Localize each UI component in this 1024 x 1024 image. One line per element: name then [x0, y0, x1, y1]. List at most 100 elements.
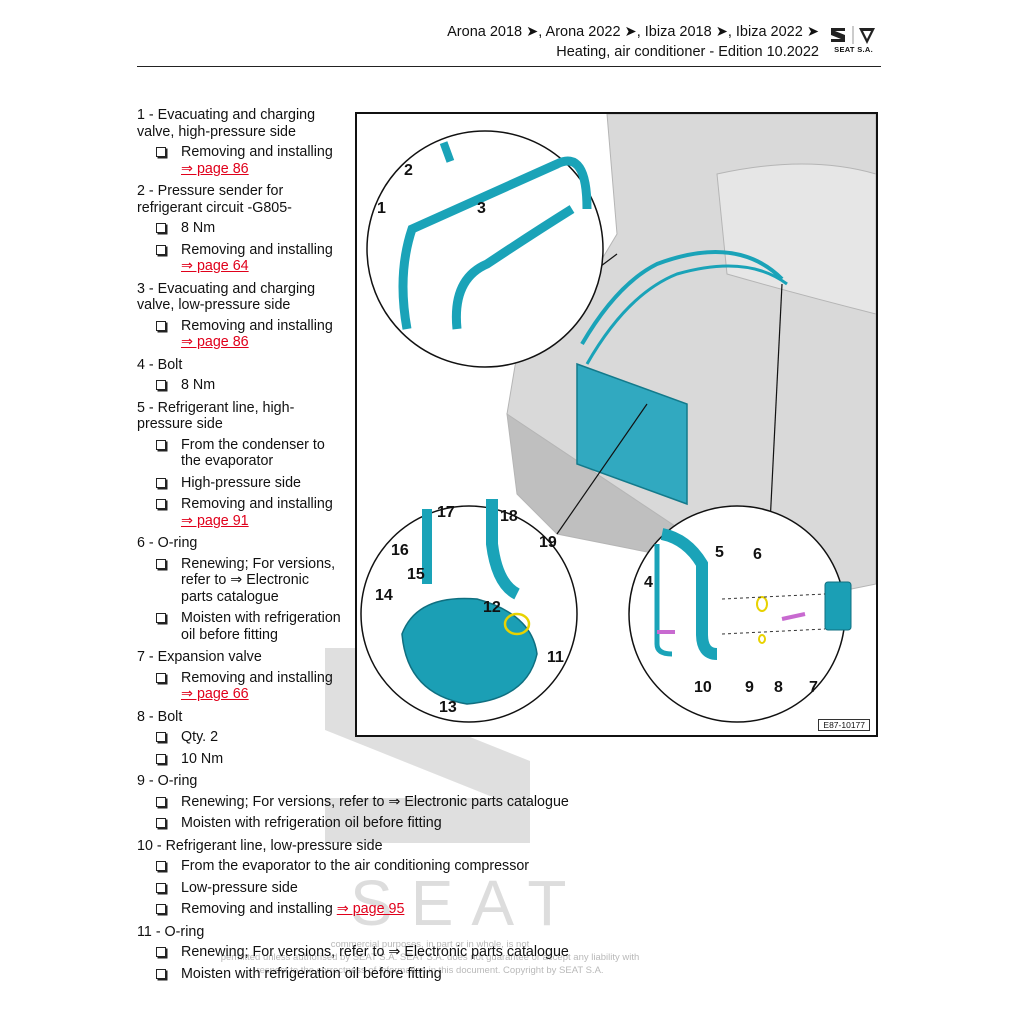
checkbox-bullet-icon — [156, 672, 166, 683]
checkbox-bullet-icon — [156, 904, 166, 914]
watermark-line-1: commercial purposes, in part or in whole… — [330, 939, 530, 950]
callout-number: 11 — [547, 649, 564, 666]
legend-item-title: 8 - Bolt — [137, 708, 183, 725]
checkbox-bullet-icon — [156, 796, 166, 807]
legend-subitem: Removing and installing ⇒ page 86 — [137, 144, 341, 177]
legend-subitem: Renewing; For versions, refer to ⇒ Elect… — [137, 794, 607, 811]
callout-number: 1 — [377, 200, 386, 217]
callout-number: 15 — [407, 566, 425, 583]
compressor-shape — [401, 597, 538, 705]
legend-subitem-text: From the condenser to the evaporator — [181, 436, 325, 470]
checkbox-bullet-icon — [156, 439, 166, 450]
legend-item: 1 - Evacuating and charging valve, high-… — [137, 107, 607, 177]
legend-subitem-text: From the evaporator to the air condition… — [181, 858, 530, 874]
callout-number: 13 — [439, 699, 457, 716]
detail-circle-compressor — [360, 499, 578, 723]
checkbox-bullet-icon — [156, 753, 166, 764]
legend-subitem-text: Removing and installing — [181, 496, 333, 512]
callout-number: 5 — [715, 544, 724, 561]
legend-subitem-text: Removing and installing — [181, 241, 333, 258]
legend-subitem-text: Qty. 2 — [181, 729, 219, 745]
figure-id-label: E87-10177 — [818, 719, 870, 731]
page-link[interactable]: ⇒ page 64 — [181, 258, 249, 274]
legend-subitem: Removing and installing ⇒ page 66 — [137, 670, 341, 703]
legend-subitem-text: Removing and installing — [181, 669, 333, 686]
checkbox-bullet-icon — [156, 223, 166, 233]
checkbox-bullet-icon — [156, 861, 166, 871]
legend-subitem-text: Removing and installing — [181, 317, 333, 334]
page-link[interactable]: ⇒ page 91 — [181, 512, 249, 529]
legend-subitem: Renewing; For versions, refer to ⇒ Elect… — [137, 556, 341, 606]
checkbox-bullet-icon — [156, 882, 166, 893]
checkbox-bullet-icon — [156, 613, 166, 623]
callout-number: 18 — [500, 508, 518, 525]
legend-item-title: 5 - Refrigerant line, high-pressure side — [137, 399, 295, 433]
legend-subitem: Low-pressure side — [137, 880, 607, 897]
legend-subitem: Moisten with refrigeration oil before fi… — [137, 815, 607, 832]
checkbox-bullet-icon — [156, 477, 166, 488]
checkbox-bullet-icon — [156, 320, 166, 331]
seat-logo-icon — [831, 26, 875, 44]
brand-label: SEAT S.A. — [834, 45, 873, 54]
checkbox-bullet-icon — [156, 499, 166, 509]
page-link[interactable]: ⇒ page 95 — [336, 901, 405, 917]
legend-subitem-text: Moisten with refrigeration oil before fi… — [181, 610, 341, 643]
callout-number: 3 — [477, 200, 486, 217]
legend-subitem-text: Moisten with refrigeration oil before fi… — [181, 815, 442, 831]
legend-item: 4 - Bolt 8 Nm — [137, 357, 607, 394]
legend-subitem: 8 Nm — [137, 220, 341, 237]
legend-item-title: 1 - Evacuating and charging valve, high-… — [137, 107, 316, 140]
legend-subitem-text: High-pressure side — [181, 474, 301, 491]
component-legend: 1 - Evacuating and charging valve, high-… — [137, 107, 607, 988]
legend-subitem: Renewing; For versions, refer to ⇒ Elect… — [137, 944, 607, 961]
legend-subitem: 8 Nm — [137, 377, 341, 394]
legend-item-title: 4 - Bolt — [137, 356, 183, 373]
callout-number: 10 — [694, 679, 712, 696]
refrigerant-circuit-diagram — [360, 114, 876, 723]
pipe-run-shape — [580, 250, 784, 346]
watermark-line-2: permitted unless authorised by SEAT S.A.… — [220, 952, 640, 963]
legend-subitem: 10 Nm — [137, 751, 607, 768]
legend-subitem-text: 10 Nm — [181, 750, 224, 767]
page-link[interactable]: ⇒ page 86 — [181, 160, 249, 177]
page-link[interactable]: ⇒ page 86 — [181, 334, 249, 350]
legend-subitem: Removing and installing ⇒ page 91 — [137, 496, 341, 529]
legend-subitem: High-pressure side — [137, 475, 341, 492]
legend-subitem: Removing and installing ⇒ page 86 — [137, 318, 341, 351]
checkbox-bullet-icon — [156, 732, 166, 742]
legend-subitem: Moisten with refrigeration oil before fi… — [137, 610, 341, 643]
detail-circle-expansion-valve — [628, 505, 852, 723]
header-subtitle: Heating, air conditioner - Edition 10.20… — [556, 44, 819, 60]
legend-subitem: Removing and installing ⇒ page 95 — [137, 901, 607, 918]
legend-subitem-text: 8 Nm — [181, 377, 216, 393]
legend-item-title: 3 - Evacuating and charging valve, low-p… — [137, 280, 316, 314]
callout-number: 19 — [539, 534, 557, 551]
legend-item: 3 - Evacuating and charging valve, low-p… — [137, 281, 607, 351]
legend-subitem-text: Low-pressure side — [181, 879, 298, 896]
legend-subitem-text: Renewing; For versions, refer to ⇒ Elect… — [181, 793, 569, 810]
legend-item: 5 - Refrigerant line, high-pressure side… — [137, 400, 607, 530]
legend-item: 2 - Pressure sender for refrigerant circ… — [137, 183, 607, 275]
checkbox-bullet-icon — [156, 968, 166, 979]
legend-subitem: From the evaporator to the air condition… — [137, 858, 607, 875]
checkbox-bullet-icon — [156, 558, 166, 569]
legend-subitem-text: Moisten with refrigeration oil before fi… — [181, 965, 442, 982]
checkbox-bullet-icon — [156, 147, 166, 157]
page-link[interactable]: ⇒ page 66 — [181, 686, 249, 702]
watermark-line-3: respect to the correctness of informatio… — [256, 965, 604, 976]
legend-subitem-text: Renewing; For versions, refer to ⇒ Elect… — [181, 944, 569, 960]
checkbox-bullet-icon — [156, 818, 166, 828]
expansion-valve-shape — [824, 581, 852, 631]
legend-subitem-text: Removing and installing — [181, 144, 333, 160]
legend-item-title: 7 - Expansion valve — [137, 649, 262, 665]
callout-number: 14 — [375, 587, 393, 604]
legend-item-title: 9 - O-ring — [137, 773, 198, 789]
legend-subitem: Qty. 2 — [137, 729, 607, 746]
legend-subitem: Removing and installing ⇒ page 64 — [137, 242, 341, 275]
